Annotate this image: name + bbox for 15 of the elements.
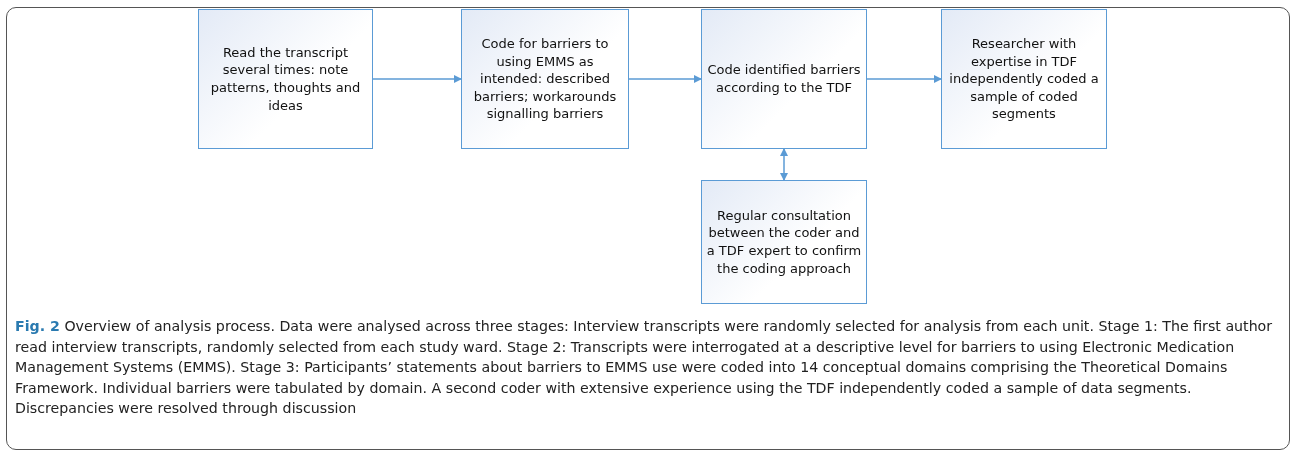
- box-text: Regular consultation between the coder and a TDF expert to confirm the coding approach: [706, 206, 862, 278]
- process-box: [461, 9, 629, 149]
- arrow: [372, 75, 462, 83]
- arrow: [866, 75, 942, 83]
- figure-caption: Fig. 2 Overview of analysis process. Data were analysed across three stages: Interview transcripts were randomly selected for analysis from each unit. Stage 1: The first author read interview transcripts, randomly selected from each study ward. Stage 2: Transcripts were interrogated at a descriptive level for barriers to using Electronic Medication Management Systems (EMMS). Stage 3: Participants’ statements about barriers to EMMS use were coded into 14 conceptual domains comprising the Theoretical Domains Framework. Individual barriers were tabulated by domain. A second coder with extensive experience using the TDF independently coded a sample of data segments. Discrepancies were resolved through discussion: [15, 317, 1274, 419]
- box-text: Code identified barriers according to the TDF: [706, 61, 862, 97]
- process-box: [701, 9, 867, 149]
- arrow: [780, 148, 788, 181]
- process-box: [198, 9, 373, 149]
- arrow: [628, 75, 702, 83]
- process-box: [941, 9, 1107, 149]
- box-text: Researcher with expertise in TDF independently coded a sample of coded segments: [948, 35, 1100, 123]
- box-text: Code for barriers to using EMMS as intended: described barriers; workarounds signalling barriers: [472, 35, 618, 123]
- process-box: [701, 180, 867, 304]
- box-text: Read the transcript several times: note patterns, thoughts and ideas: [209, 43, 362, 115]
